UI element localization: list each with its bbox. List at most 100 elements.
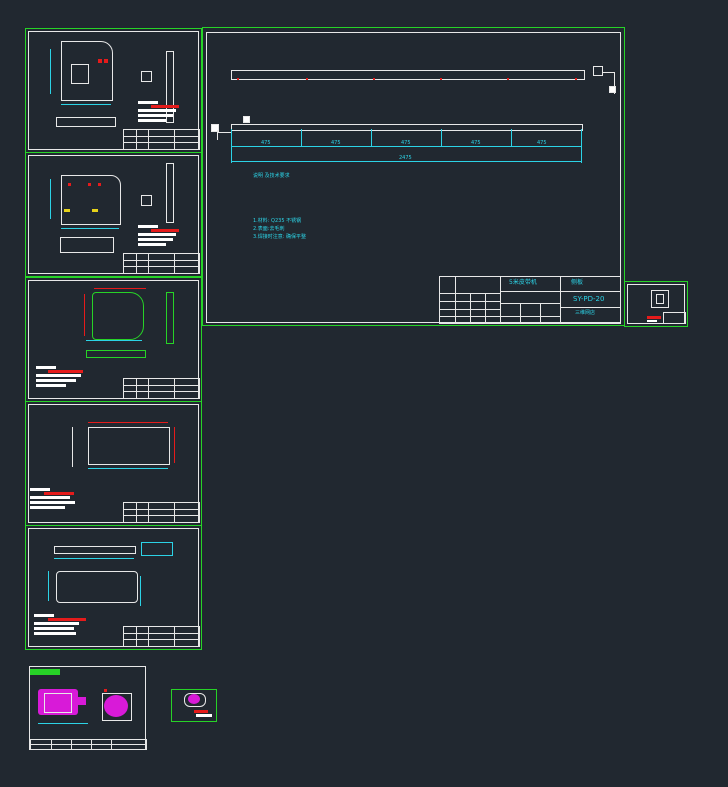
drawing-sheet-small-right[interactable] xyxy=(624,281,688,327)
end-detail-line xyxy=(603,72,615,73)
technical-note: 3.焊接时注意: 确保平整 xyxy=(253,234,307,240)
notes-bar xyxy=(138,101,158,104)
notes-bar xyxy=(48,370,83,373)
title-block xyxy=(123,378,200,399)
drawing-sheet-4[interactable] xyxy=(25,401,202,526)
end-detail-line xyxy=(614,72,615,94)
end-detail xyxy=(609,86,616,93)
hole-mark xyxy=(306,78,308,80)
detail-box xyxy=(141,71,152,82)
overall-dimension-line xyxy=(231,161,581,162)
dimension-line xyxy=(86,340,142,341)
dimension-line xyxy=(61,228,119,229)
part-view-inner xyxy=(656,294,664,304)
detail-view xyxy=(141,542,173,556)
hole-mark xyxy=(237,78,239,80)
assembly-part xyxy=(188,694,200,704)
side-plate-top-view xyxy=(231,70,585,80)
notes-bar xyxy=(30,501,75,504)
overall-dimension-value: 2475 xyxy=(399,155,412,161)
dimension-chain-line xyxy=(231,146,581,147)
part-top-view xyxy=(54,546,136,554)
drawing-number: SY-PD-20 xyxy=(573,295,605,303)
drawing-sheet-tiny[interactable] xyxy=(171,689,217,722)
title-block xyxy=(123,626,200,647)
part-cutout xyxy=(71,64,89,84)
drawing-sheet-1[interactable] xyxy=(25,28,202,153)
dimension-tick xyxy=(441,129,442,147)
dimension-value: 475 xyxy=(331,140,341,146)
notes-bar xyxy=(30,506,65,509)
notes-bar xyxy=(138,238,173,241)
part-bottom-view xyxy=(60,237,114,253)
drawing-sheet-3[interactable] xyxy=(25,277,202,402)
assembly-part xyxy=(104,695,128,717)
title-block xyxy=(663,312,686,324)
title-block xyxy=(123,253,200,274)
dimension-red xyxy=(174,427,175,463)
dimension-red xyxy=(84,294,85,336)
part-front-view-outline xyxy=(92,292,144,340)
part-side-view xyxy=(166,163,174,223)
sheet-frame xyxy=(28,280,199,399)
dimension-line xyxy=(54,558,134,559)
dimension-tick xyxy=(231,129,232,163)
assembly-part-outline xyxy=(44,693,72,713)
hole-mark xyxy=(507,78,509,80)
sheet-frame xyxy=(28,404,199,523)
drawing-sheet-2[interactable] xyxy=(25,152,202,277)
sheet-frame xyxy=(28,31,199,150)
end-detail xyxy=(243,116,250,123)
sheet-frame xyxy=(206,32,621,323)
hole-mark xyxy=(104,59,108,63)
part-name: 侧板 xyxy=(571,279,584,286)
header-bar xyxy=(30,669,60,675)
technical-requirements-heading: 说明 及技术要求 xyxy=(253,173,290,179)
weld-mark xyxy=(92,209,98,212)
notes-bar xyxy=(34,622,79,625)
dimension-line xyxy=(50,49,51,94)
notes-bar xyxy=(44,492,74,495)
end-detail-line xyxy=(217,132,231,133)
assembly-part-outline xyxy=(102,693,132,721)
drawing-sheet-assembly[interactable] xyxy=(29,666,147,750)
title-block xyxy=(123,502,200,523)
part-bottom-view xyxy=(86,350,146,358)
technical-note: 1.材料: Q235 不锈钢 xyxy=(253,218,302,224)
dimension-tick xyxy=(301,129,302,147)
company-name: 三维网店 xyxy=(575,310,596,316)
sheet-frame xyxy=(28,155,199,274)
dimension-red xyxy=(88,422,168,423)
notes-bar xyxy=(30,496,70,499)
dimension-value: 475 xyxy=(471,140,481,146)
hole-mark xyxy=(373,78,375,80)
part-view xyxy=(651,290,669,308)
part-side-view xyxy=(166,292,174,344)
notes-bar xyxy=(151,229,179,232)
part-side-view xyxy=(166,51,174,123)
sheet-frame xyxy=(627,284,685,324)
part-side-view xyxy=(72,427,73,467)
project-name: 5米皮带机 xyxy=(509,279,537,286)
drawing-sheet-5[interactable] xyxy=(25,525,202,650)
notes-bar xyxy=(36,374,81,377)
notes-bar xyxy=(34,632,76,635)
dimension-line xyxy=(50,179,51,219)
main-drawing-sheet[interactable]: 475 475 475 475 475 2475 说明 及技术要求 1.材料: … xyxy=(202,27,625,326)
hole-mark xyxy=(575,78,577,80)
notes-bar xyxy=(36,379,76,382)
notes-bar xyxy=(151,105,179,108)
dimension-line xyxy=(61,104,111,105)
dimension-red xyxy=(94,288,146,289)
notes-bar xyxy=(138,225,158,228)
part-front-view xyxy=(61,175,121,225)
notes-bar xyxy=(138,114,173,117)
side-plate-front-view xyxy=(231,124,583,131)
part-front-view xyxy=(56,571,138,603)
dimension-value: 475 xyxy=(401,140,411,146)
hole-mark xyxy=(68,183,71,186)
dimension-value: 475 xyxy=(537,140,547,146)
dimension-tick xyxy=(581,129,582,163)
technical-note: 2.表面:去毛刺 xyxy=(253,226,285,232)
part-front-view xyxy=(88,427,170,465)
